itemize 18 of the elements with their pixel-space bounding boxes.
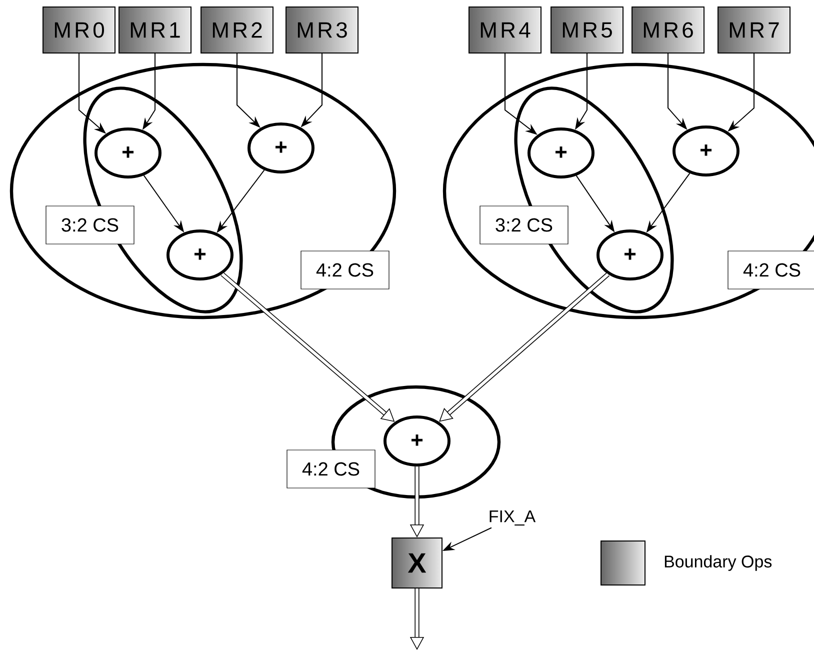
- register-box: MR0: [42, 6, 116, 54]
- group-label: 4:2 CS: [300, 250, 390, 290]
- legend-label: Boundary Ops: [664, 555, 772, 571]
- group-label: 4:2 CS: [286, 450, 376, 488]
- register-box: MR4: [468, 6, 542, 54]
- register-box: MR2: [200, 6, 274, 54]
- group-label: 3:2 CS: [46, 206, 134, 244]
- group-label: 3:2 CS: [480, 206, 568, 244]
- signal-name: FIX_A: [490, 510, 536, 526]
- register-box: MR1: [118, 6, 192, 54]
- register-box: MR5: [550, 6, 624, 54]
- arrow: [439, 272, 610, 422]
- register-box: MR6: [632, 6, 704, 54]
- register-box: MR3: [286, 6, 358, 54]
- register-box: MR7: [718, 6, 790, 54]
- group-label: 4:2 CS: [728, 250, 814, 290]
- arrow: [220, 272, 395, 422]
- multiplier-box: X: [392, 538, 442, 588]
